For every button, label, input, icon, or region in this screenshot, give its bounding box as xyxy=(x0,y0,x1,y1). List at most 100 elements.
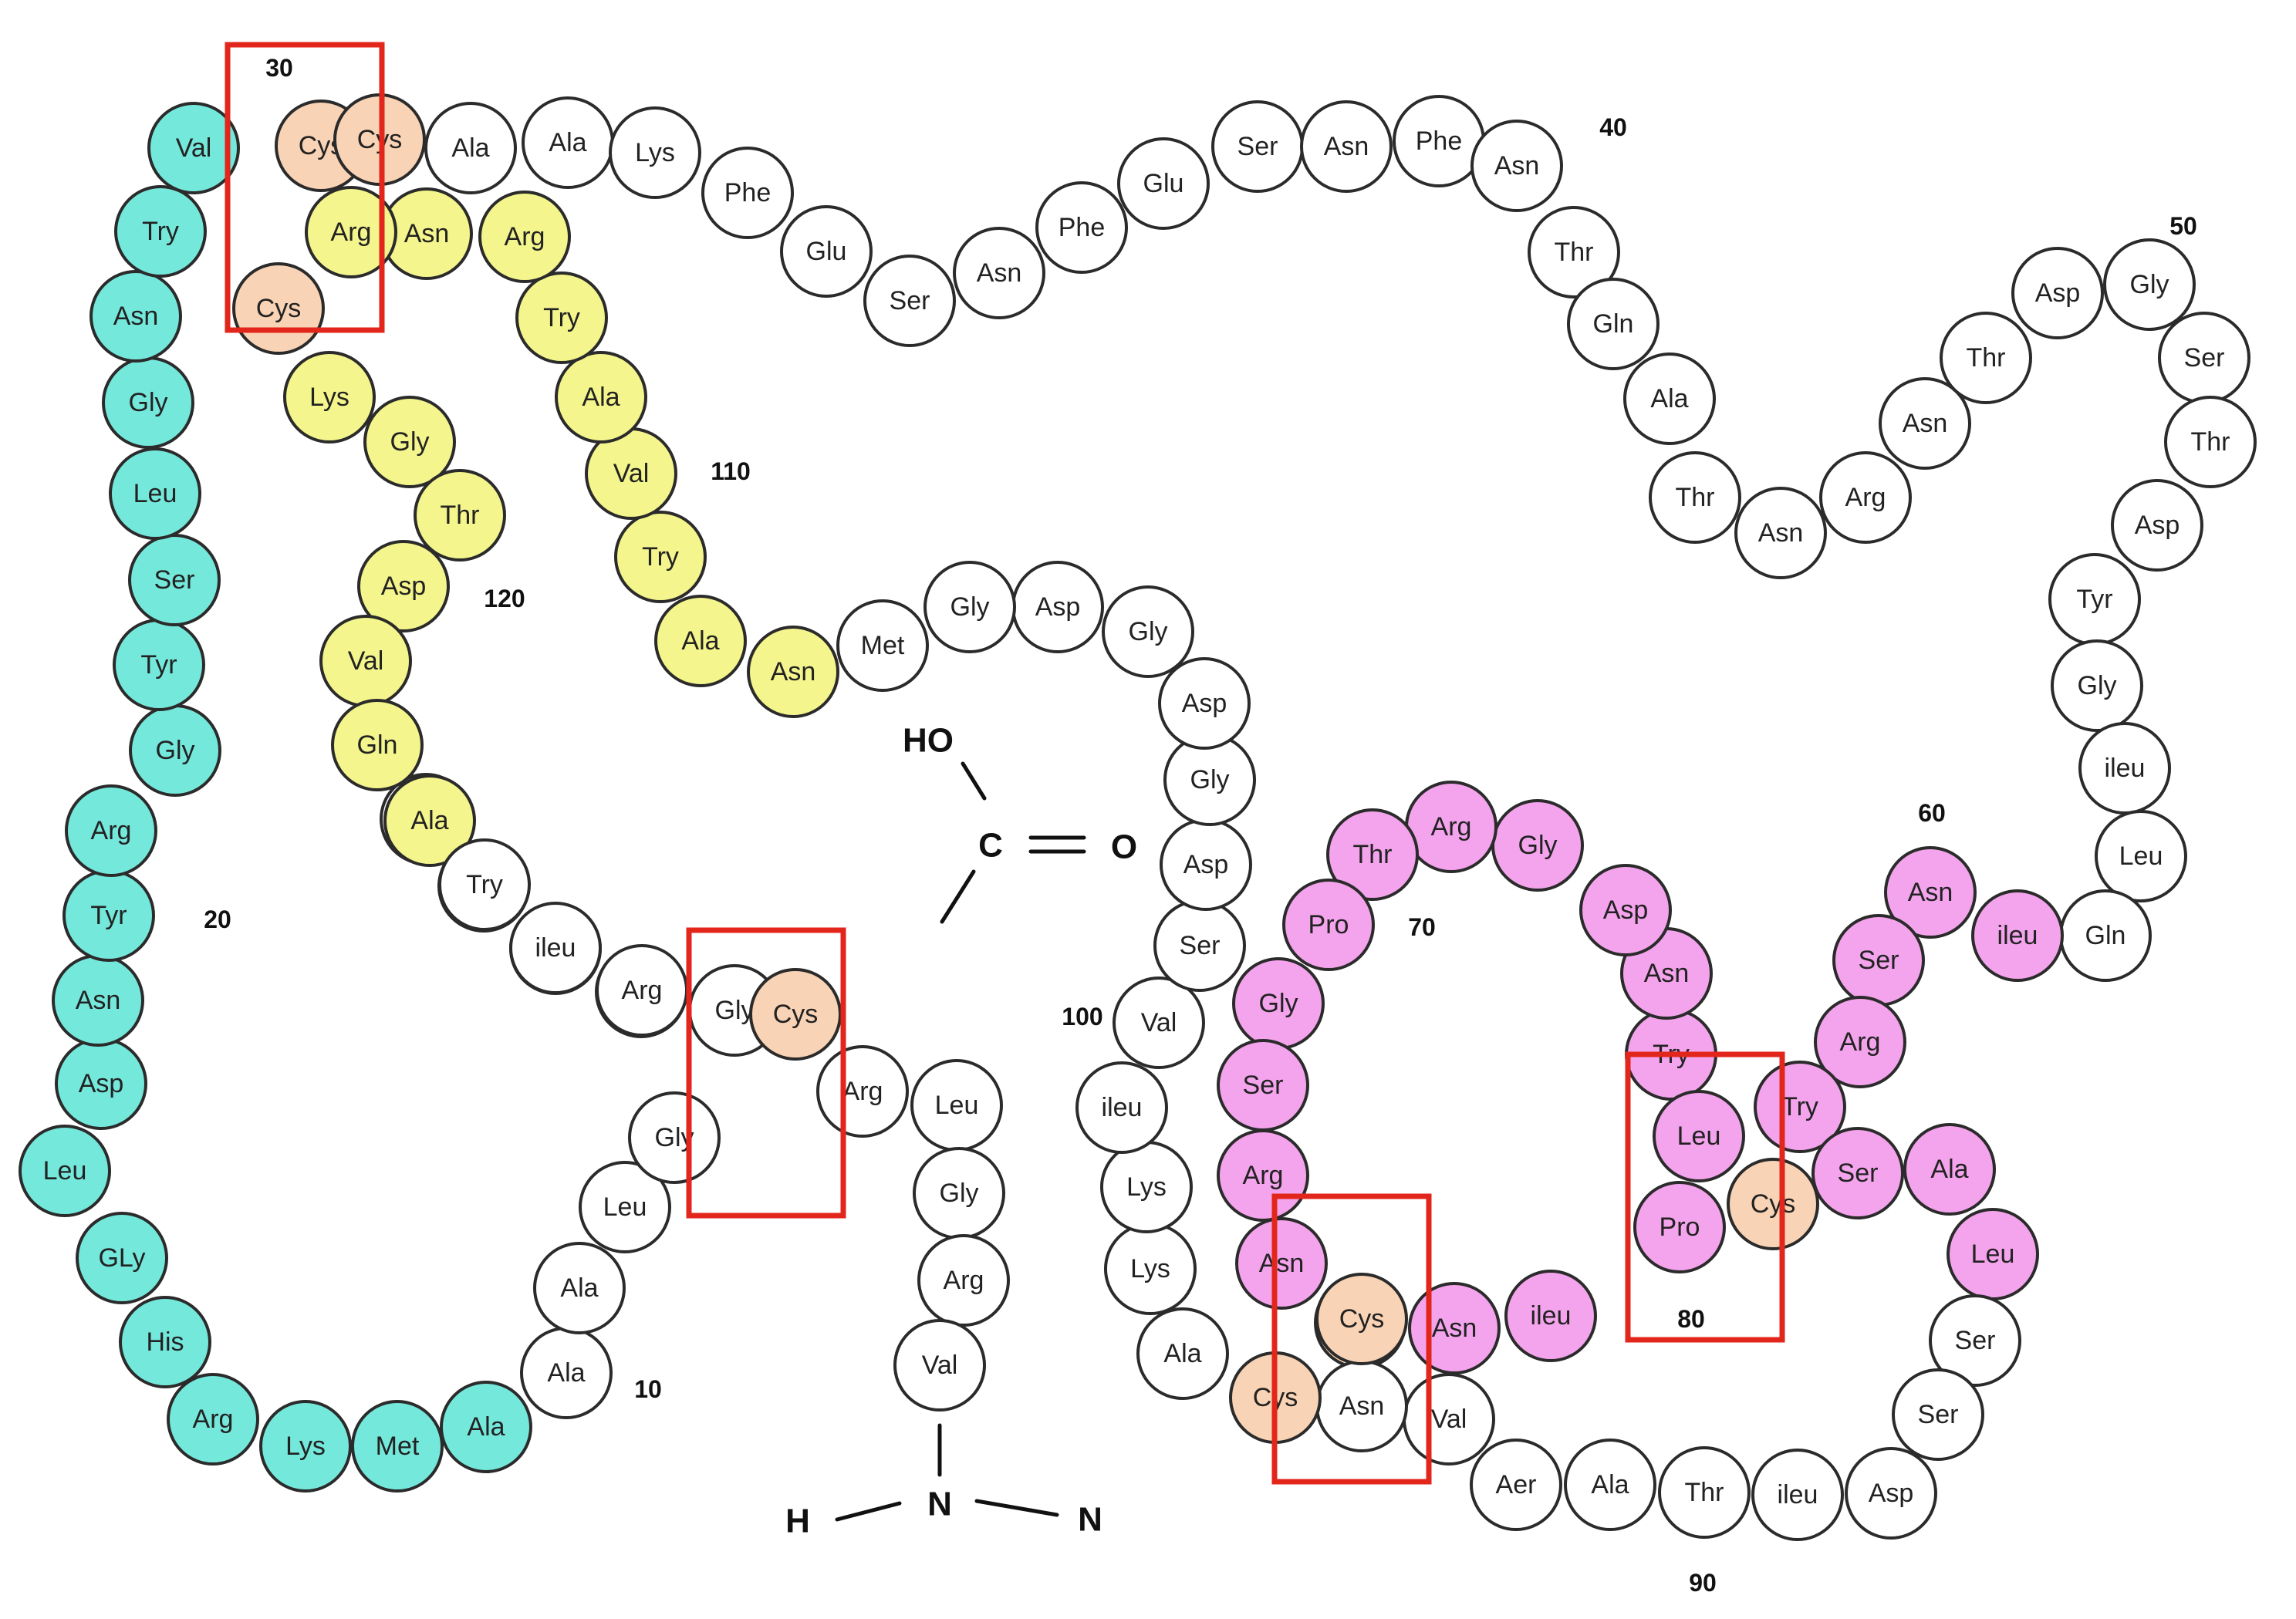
residue-circle xyxy=(1754,1061,1846,1153)
position-label-10: 10 xyxy=(634,1375,662,1403)
residue-circle xyxy=(1315,1273,1408,1365)
position-label-50: 50 xyxy=(2169,212,2197,240)
residue-circle xyxy=(440,1381,532,1473)
residue-circle xyxy=(579,1161,671,1253)
residue-label: Ala xyxy=(547,1358,585,1388)
residue-circle xyxy=(1884,846,1977,939)
residue-circle xyxy=(1579,864,1672,956)
residue-label: Leu xyxy=(2119,842,2163,871)
residue-label: Ala xyxy=(410,806,448,835)
residue-thr: Thr xyxy=(1528,206,1620,299)
residue-label: Val xyxy=(1431,1405,1467,1434)
residue-gly: Gly xyxy=(102,356,194,449)
residue-circle xyxy=(1892,1368,1984,1461)
residue-ala: Ala xyxy=(1623,352,1716,445)
residue-lys: Lys xyxy=(259,1400,352,1493)
residue-label: Thr xyxy=(2191,427,2230,457)
residue-label: Tyr xyxy=(140,650,177,680)
residue-pro: Pro xyxy=(1633,1181,1726,1273)
residue-gly: Gly xyxy=(1232,957,1325,1050)
residue-circle xyxy=(1633,1181,1726,1273)
residue-label: Ala xyxy=(582,383,620,412)
residue-lys: Lys xyxy=(1100,1141,1193,1233)
residue-circle xyxy=(1845,1447,1937,1540)
residue-label: Asn xyxy=(1432,1314,1477,1343)
residue-ala: Ala xyxy=(424,102,517,194)
residue-circle xyxy=(515,272,608,364)
residue-label: Lys xyxy=(635,138,675,167)
residue-circle xyxy=(89,270,182,363)
residue-label: Gly xyxy=(1129,617,1168,646)
residue-circle xyxy=(1623,352,1716,445)
residue-leu: Leu xyxy=(19,1125,111,1217)
residue-circle xyxy=(863,255,956,347)
residue-label: Asn xyxy=(1758,518,1804,548)
residue-leu: Leu xyxy=(910,1059,1003,1152)
residue-lys: Lys xyxy=(283,351,376,444)
residue-glu: Glu xyxy=(1117,137,1210,230)
amine-nitrogen-label: N xyxy=(927,1486,952,1523)
position-label-20: 20 xyxy=(204,906,231,933)
residue-label: Thr xyxy=(441,501,480,530)
residue-asn: Asn xyxy=(380,187,473,280)
position-label-40: 40 xyxy=(1599,113,1627,141)
residue-label: Tyr xyxy=(90,901,127,930)
residue-ala: Ala xyxy=(1564,1439,1656,1531)
residue-circle xyxy=(816,1045,909,1138)
residue-ala: Ala xyxy=(522,96,614,189)
residue-lys: Lys xyxy=(1104,1223,1197,1315)
residue-lys: Lys xyxy=(609,106,701,199)
residue-label: Gln xyxy=(357,730,398,760)
residue-circle xyxy=(1300,100,1393,193)
residue-label: Ala xyxy=(549,128,586,157)
disulfide-bond-boxes xyxy=(225,42,1785,1485)
residue-circle xyxy=(438,838,531,931)
residue-circle xyxy=(1113,976,1205,1069)
residue-circle xyxy=(1649,451,1741,544)
residue-label: Ser xyxy=(1237,132,1278,161)
residue-tyr: Tyr xyxy=(2048,553,2141,646)
residue-ala: Ala xyxy=(520,1327,613,1419)
residue-label: Asp xyxy=(1603,896,1649,925)
residue-circle xyxy=(747,626,839,718)
residue-label: Pro xyxy=(1308,910,1349,939)
residue-ileu: ileu xyxy=(2078,722,2171,815)
residue-label: Arg xyxy=(1840,1027,1881,1057)
residue-circle xyxy=(424,102,517,194)
residue-circle xyxy=(1727,1158,1819,1250)
residue-label: Arg xyxy=(1243,1161,1284,1190)
residue-val: Val xyxy=(147,102,240,194)
residue-try: Try xyxy=(614,511,707,603)
residue-aer: Aer xyxy=(1470,1439,1562,1531)
residue-val: Val xyxy=(1403,1373,1495,1466)
residue-circle xyxy=(1117,137,1210,230)
residue-circle xyxy=(1564,1439,1656,1531)
residue-circle xyxy=(1528,206,1620,299)
terminal-labels: HO C O N H N xyxy=(785,722,1137,1540)
residue-circle xyxy=(1075,1061,1168,1154)
residue-circle xyxy=(1653,1090,1745,1182)
position-label-60: 60 xyxy=(1918,799,1946,827)
residue-ileu: ileu xyxy=(1504,1270,1597,1362)
position-label-70: 70 xyxy=(1408,913,1436,941)
residue-label: Arg xyxy=(331,218,372,247)
residue-circle xyxy=(1751,1449,1844,1541)
residue-gln: Gln xyxy=(331,699,424,791)
residue-gln: Gln xyxy=(1567,278,1660,370)
residue-label: Asp xyxy=(79,1069,124,1098)
residue-asn: Asn xyxy=(1300,100,1393,193)
residue-label: Gly xyxy=(1190,765,1230,794)
residue-label: Try xyxy=(642,542,679,572)
residue-asn: Asn xyxy=(1235,1217,1328,1310)
residue-label: Aer xyxy=(1496,1470,1537,1499)
residue-label: Ala xyxy=(560,1273,598,1303)
residue-circle xyxy=(609,106,701,199)
residue-label: Ala xyxy=(1650,384,1688,413)
residue-val: Val xyxy=(319,615,412,707)
residue-arg: Arg xyxy=(1217,1129,1309,1222)
residue-ser: Ser xyxy=(2158,312,2250,404)
residue-circle xyxy=(2111,479,2203,572)
residue-gly: Gly xyxy=(923,561,1016,653)
residue-label: Ser xyxy=(1243,1071,1284,1100)
residue-ser: Ser xyxy=(1929,1294,2021,1387)
